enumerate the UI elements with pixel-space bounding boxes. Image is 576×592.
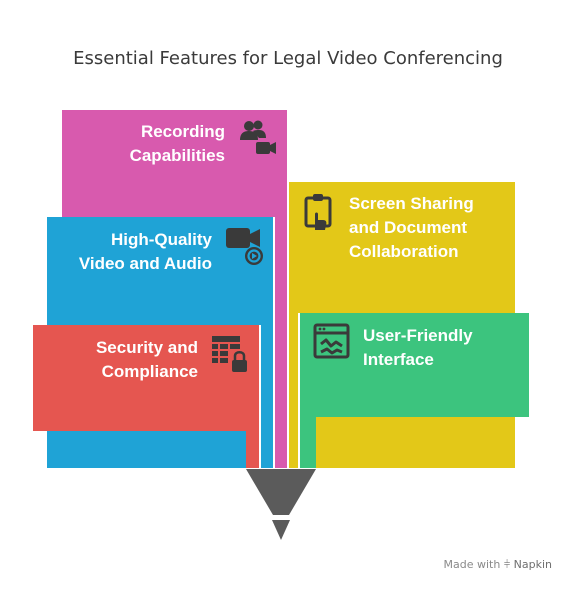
funnel-tip [272,520,290,540]
feature-label-screen-sharing: Screen Sharing and Document Collaboratio… [349,194,474,261]
diagram-title: Essential Features for Legal Video Confe… [73,48,503,69]
video-camera-play-icon [226,228,263,265]
watermark-made-with: Made with [443,558,501,571]
divider [259,325,261,468]
feature-label-recording: Recording Capabilities [129,122,225,165]
users-video-icon [240,120,276,154]
napkin-logo-icon: ⫩ [503,558,511,571]
divider [273,217,275,468]
feature-stem-security [246,430,259,468]
feature-block-ui [300,313,529,417]
watermark-brand: Napkin [513,558,552,571]
feature-block-security [33,325,259,431]
table-lock-icon [212,336,247,372]
feature-label-security: Security and Compliance [95,338,198,381]
clipboard-hand-icon [304,194,332,230]
feature-label-ui: User-Friendly Interface [363,326,473,369]
watermark: Made with ⫩ Napkin [443,558,552,572]
feature-stem-ui [300,416,316,468]
divider [287,110,289,468]
browser-window-icon [313,323,350,359]
funnel-top [246,469,316,515]
divider [298,313,300,468]
feature-label-hq-video: High-Quality Video and Audio [78,230,212,273]
